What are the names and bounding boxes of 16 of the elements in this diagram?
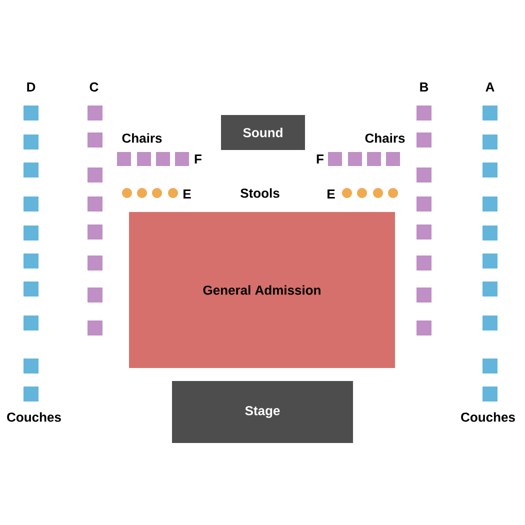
sound-booth: Sound xyxy=(221,115,305,150)
general-admission-area: General Admission xyxy=(129,212,395,368)
section-label: B xyxy=(420,82,428,92)
section-label: Stools xyxy=(240,188,280,198)
section-label: Chairs xyxy=(365,133,405,143)
section-label: A xyxy=(486,82,494,92)
section-label: C xyxy=(90,82,98,92)
section-label: Chairs xyxy=(122,133,162,143)
section-label: F xyxy=(316,154,324,164)
section-label: E xyxy=(328,190,335,198)
stage: Stage xyxy=(172,381,353,443)
section-label: E xyxy=(184,190,191,198)
section-label: Couches xyxy=(461,412,515,422)
section-label: D xyxy=(27,82,36,92)
section-label: F xyxy=(194,154,202,164)
section-label: Couches xyxy=(7,412,61,422)
